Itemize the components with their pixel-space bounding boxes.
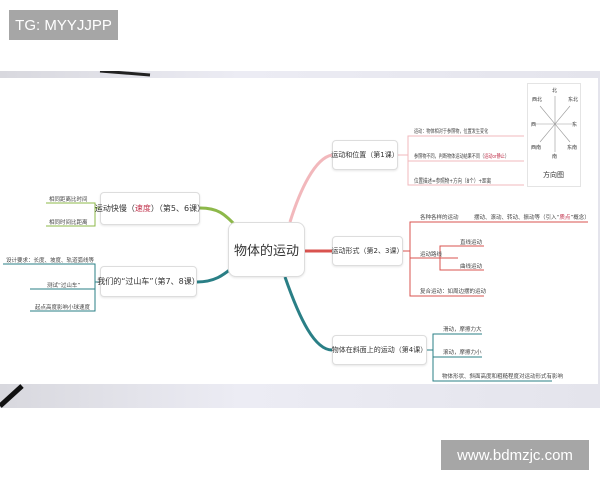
leaf: 直线运动 [460,240,483,246]
leaf: 参照物不同，判断物体运动结果不同（运动or静止） [414,152,509,160]
branch-label: 运动快慢（ [94,204,135,213]
central-topic[interactable]: 物体的运动 [228,222,305,277]
leaf: 滚动，摩擦力小 [443,350,482,356]
branch-motion-forms[interactable]: 运动形式（第2、3课） [332,236,403,266]
leaf: 各种各样的运动 [420,215,459,221]
branch-motion-position[interactable]: 运动和位置（第1课） [331,140,399,170]
leaf: 运动路线 [420,252,443,258]
compass-label: 西 [531,122,537,128]
leaf: 运动：物体相对于参照物，位置发生变化 [414,129,489,135]
leaf-text: ） [504,154,510,160]
leaf-highlight: 运动or静止 [484,154,505,160]
leaf-text: 摆动、滚动、转动、振动等（引入“ [474,215,560,221]
branch-highlight: 速度 [134,204,151,213]
compass-label: 北 [552,88,558,94]
compass-label: 西北 [532,97,543,103]
compass-label: 西南 [531,145,542,151]
branch-slope-motion[interactable]: 物体在斜面上的运动（第4课） [332,335,427,365]
compass-label: 东 [572,122,578,128]
watermark-bottom: www.bdmzjc.com [441,440,589,470]
compass-label: 东南 [567,145,578,151]
leaf: 位置描述=参照物+方向（8个）+距离 [414,178,492,185]
leaf: 测试“过山车” [47,283,81,289]
leaf: 设计要求：长度、坡度、轨道弧线等 [6,258,95,264]
branch-speed[interactable]: 运动快慢（速度）（第5、6课） [95,192,205,225]
compass-title: 方向图 [543,171,564,179]
compass-diagram: 北 东北 东 东南 南 西南 西 西北 方向图 [527,83,581,187]
watermark-top: TG: MYYJJPP [9,10,118,40]
leaf: 曲线运动 [460,264,483,270]
leaf: 摆动、滚动、转动、振动等（引入“质点”概念） [474,213,590,221]
leaf: 滑动，摩擦力大 [443,327,482,333]
leaf: 相同距离比时间 [49,197,88,203]
frame-decoration [0,71,151,408]
leaf-highlight: 质点 [559,215,571,221]
leaf: 复合运动：如周边摆的运动 [420,289,487,295]
compass-label: 东北 [568,97,579,103]
leaf-text: ”概念） [570,215,590,221]
branch-label: ）（第5、6课） [150,204,206,213]
leaf: 相同时间比距离 [49,220,88,226]
compass-rose-icon [536,96,574,152]
compass-label: 南 [552,154,558,160]
leaf: 起点高度影响小球速度 [35,305,91,311]
leaf-text: 参照物不同，判断物体运动结果不同（ [414,154,485,160]
leaf: 物体形状、斜面高度和粗糙程度对运动形式有影响 [442,374,564,380]
branch-roller-coaster[interactable]: 我们的“过山车”（第7、8课） [97,266,200,297]
